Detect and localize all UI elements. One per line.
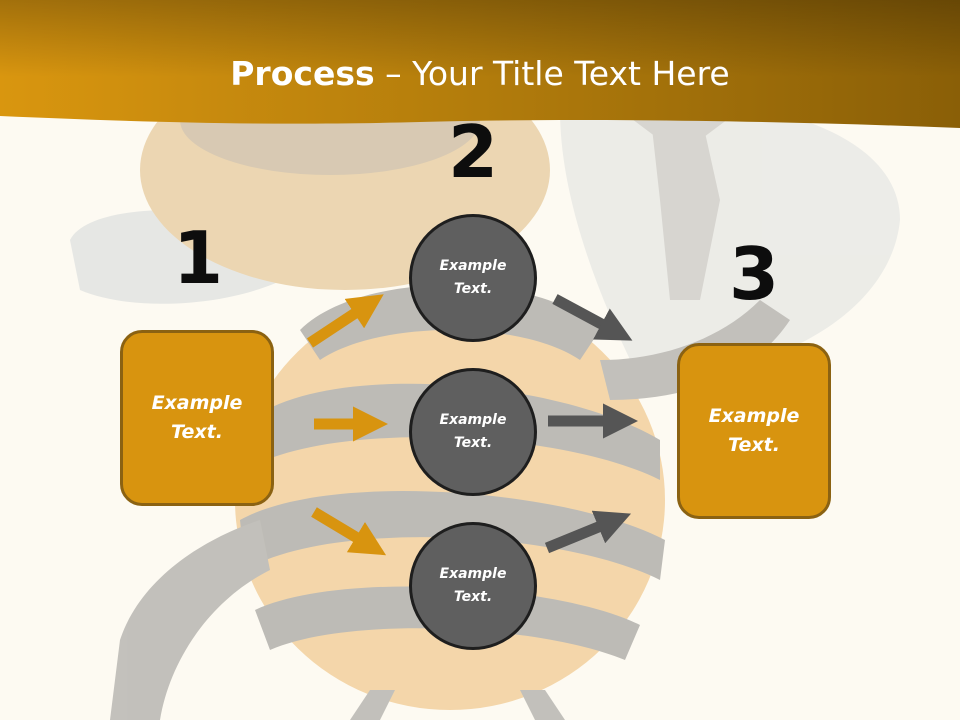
step-number-1: 1 (172, 216, 224, 300)
circle-middle: Example Text. (409, 368, 537, 496)
circle-top: Example Text. (409, 214, 537, 342)
right-box-text: Example Text. (708, 405, 800, 456)
left-box: Example Text. (120, 330, 274, 506)
circle-top-text: Example Text. (439, 258, 507, 297)
page-title: Process – Your Title Text Here (0, 52, 960, 96)
orange-arrow-up (306, 294, 384, 348)
gray-arrow-up (544, 510, 632, 554)
right-box: Example Text. (677, 343, 831, 519)
orange-arrow-down (311, 507, 387, 556)
circle-bottom: Example Text. (409, 522, 537, 650)
gray-arrow-down (552, 294, 633, 341)
circle-bottom-text: Example Text. (439, 566, 507, 605)
left-box-text: Example Text. (151, 392, 243, 443)
title-bold: Process (230, 54, 375, 93)
header-banner (0, 0, 960, 128)
title-rest: – Your Title Text Here (374, 54, 730, 93)
circle-middle-text: Example Text. (439, 412, 507, 451)
step-number-2: 2 (447, 110, 499, 194)
step-number-3: 3 (728, 232, 780, 316)
